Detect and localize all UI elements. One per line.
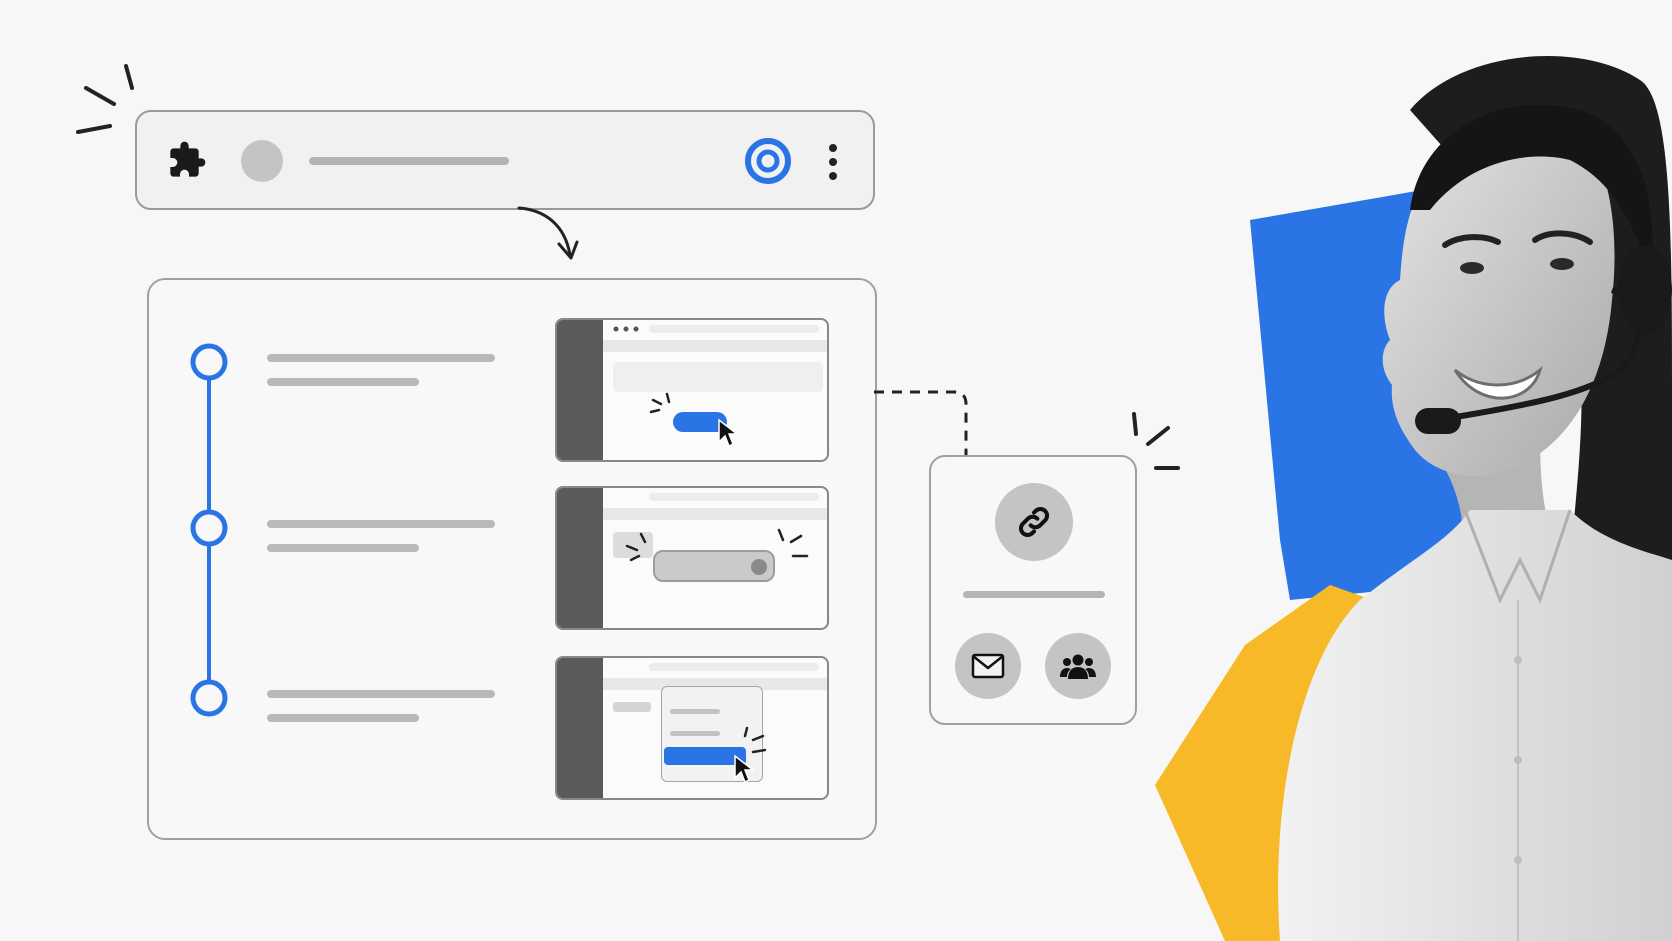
toolbar-strip	[603, 340, 827, 352]
cursor-icon	[718, 418, 740, 448]
highlight-button[interactable]	[673, 412, 727, 432]
sidebar	[557, 320, 603, 460]
url-bar	[649, 325, 819, 333]
support-agent-photo	[1278, 55, 1672, 941]
menu-item[interactable]	[670, 731, 720, 736]
step-3-screenshot	[555, 656, 829, 800]
copy-link-button[interactable]	[995, 483, 1073, 561]
email-share-button[interactable]	[955, 633, 1021, 699]
step-1-title-line	[267, 354, 495, 362]
content-block	[613, 362, 823, 392]
sparkle-marks	[76, 64, 134, 134]
kebab-menu-icon[interactable]	[827, 142, 839, 182]
workflow-panel	[147, 278, 877, 840]
url-bar	[649, 493, 819, 501]
toolbar-strip	[603, 508, 827, 520]
click-burst-icon	[649, 392, 671, 414]
step-1-screenshot	[555, 318, 829, 462]
window-dots	[611, 326, 641, 332]
puzzle-icon[interactable]	[167, 140, 207, 180]
step-2-title-line	[267, 520, 495, 528]
click-burst-icon	[625, 532, 647, 562]
sparkle-marks	[1132, 412, 1180, 470]
step-1-desc-line	[267, 378, 419, 386]
link-icon	[1019, 507, 1049, 537]
ring-icon[interactable]	[743, 136, 793, 186]
step-2-screenshot	[555, 486, 829, 630]
share-card	[929, 455, 1137, 725]
dashed-connector	[874, 390, 968, 456]
selected-menu-item[interactable]	[664, 747, 746, 765]
toggle-control[interactable]	[653, 550, 775, 582]
menu-item[interactable]	[670, 709, 720, 714]
step-3-desc-line	[267, 714, 419, 722]
step-1-ring-icon[interactable]	[189, 342, 229, 382]
url-bar	[649, 663, 819, 671]
step-2-desc-line	[267, 544, 419, 552]
avatar[interactable]	[241, 140, 283, 182]
toolbar-strip	[603, 678, 827, 690]
step-2-ring-icon[interactable]	[189, 508, 229, 548]
share-label-line	[963, 591, 1105, 598]
users-icon	[1060, 654, 1096, 679]
step-3-ring-icon[interactable]	[189, 678, 229, 718]
content-chip	[613, 532, 653, 558]
click-burst-icon	[743, 726, 767, 754]
extension-toolbar	[135, 110, 875, 210]
mail-icon	[971, 653, 1005, 679]
toggle-knob	[751, 559, 767, 575]
curved-arrow-icon	[517, 206, 579, 260]
cursor-icon	[734, 754, 756, 784]
address-bar-placeholder[interactable]	[309, 157, 509, 165]
click-burst-icon	[777, 528, 809, 558]
content-chip	[613, 702, 651, 712]
sidebar	[557, 658, 603, 798]
step-3-title-line	[267, 690, 495, 698]
team-share-button[interactable]	[1045, 633, 1111, 699]
sidebar	[557, 488, 603, 628]
